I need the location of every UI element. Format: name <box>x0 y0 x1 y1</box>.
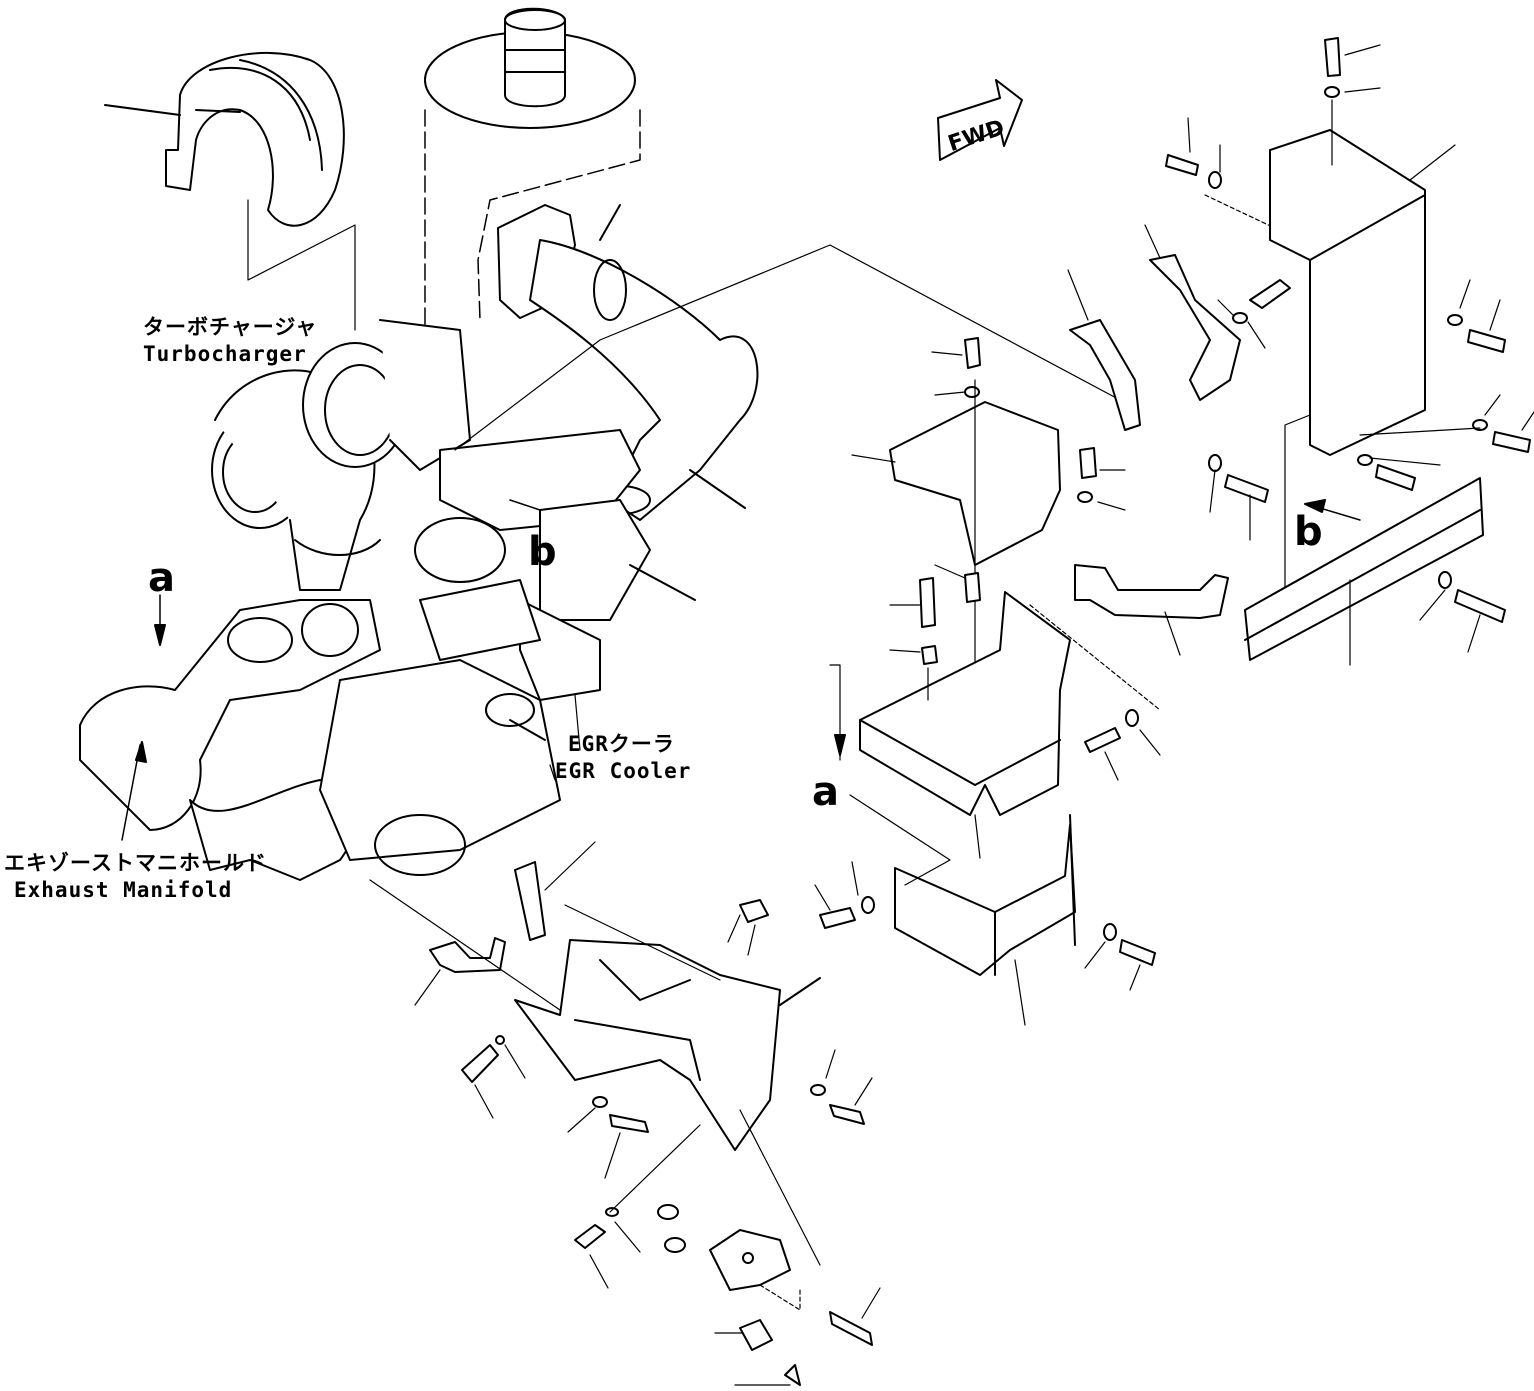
exhaust-manifold <box>79 599 381 881</box>
clamp-band <box>429 937 506 973</box>
center-bracket <box>829 564 1161 859</box>
bottom-mount <box>574 1109 881 1386</box>
turbocharger-label-jp: ターボチャージャ <box>143 315 318 339</box>
long-angle-plate <box>1208 454 1506 666</box>
fwd-arrow-icon: FWD <box>937 79 1023 161</box>
strap <box>1074 564 1229 619</box>
egr-cooler-label-jp: EGRクーラ <box>568 732 675 756</box>
turbocharger-label-en: Turbocharger <box>143 342 307 366</box>
turbo-heat-shield <box>104 52 345 227</box>
egr-cooler <box>319 659 561 876</box>
intake-pipe <box>497 204 759 521</box>
exhaust-manifold-label-en: Exhaust Manifold <box>14 878 233 902</box>
view-marker-a-left: a <box>148 555 175 601</box>
turbocharger <box>211 319 471 591</box>
bolts-lower-left <box>461 899 873 1179</box>
egr-valve <box>414 429 696 701</box>
small-brackets-top <box>1067 117 1301 431</box>
right-side-panel <box>1249 37 1534 621</box>
lower-bracket-right <box>814 794 1156 1026</box>
view-marker-b-center: b <box>528 529 557 575</box>
view-marker-b-right: b <box>1294 509 1323 555</box>
lower-bracket-large <box>514 939 821 1151</box>
view-marker-a-right: a <box>812 769 839 815</box>
exhaust-manifold-label-jp: エキゾーストマニホールド <box>4 851 267 875</box>
bent-rod <box>514 861 546 941</box>
egr-cooler-label-en: EGR Cooler <box>555 759 692 783</box>
air-cleaner <box>424 7 636 129</box>
